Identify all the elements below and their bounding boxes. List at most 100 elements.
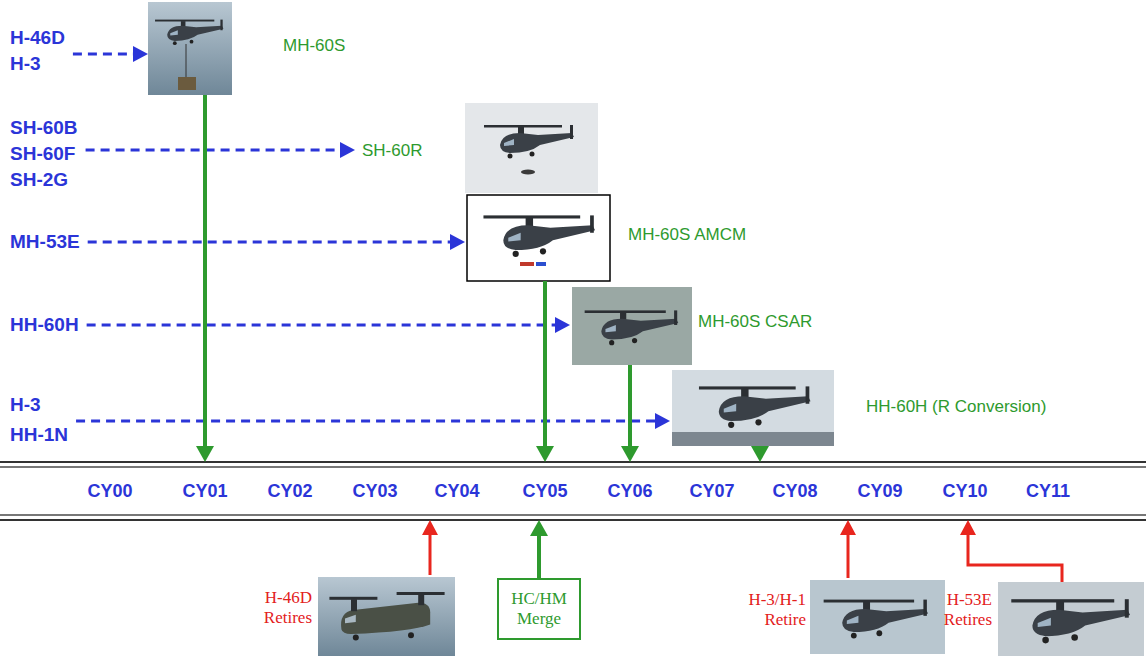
retirement-event: H-3/H-1 Retire [726,578,946,658]
connector-line [203,95,207,447]
connector-arrow [86,142,355,158]
year-label: CY07 [689,481,734,502]
arrow-head [133,46,148,62]
timeline-line [0,514,1146,516]
year-label: CY10 [942,481,987,502]
arrow-head [196,446,214,462]
timeline-line [0,461,1146,463]
connector-arrow [73,46,148,62]
connector-arrow [751,446,769,462]
year-label: CY00 [87,481,132,502]
aircraft-name: H-3 [10,51,65,77]
helicopter-figure [155,20,223,45]
year-label: CY11 [1026,481,1070,502]
arrow-head [536,446,554,462]
helicopter-photo [148,2,232,95]
ship-deck [672,432,834,446]
connector-line [76,420,656,423]
arrow-head [530,520,548,536]
arrow-head [422,520,438,535]
connector-line [88,241,451,244]
mine-gear [536,262,546,266]
photo-ground [465,103,598,193]
connector-arrow [960,520,1062,582]
target-aircraft: MH-60S CSAR [570,287,820,365]
source-aircraft: H-46DH-3 [10,25,73,77]
connector-line [537,535,541,578]
mine-gear [520,262,534,266]
event-box: HC/HM Merge [497,578,581,640]
helicopter-figure [824,600,928,639]
arrow-head [340,142,355,158]
source-aircraft: HH-60H [10,312,87,338]
helicopter-figure [484,125,574,159]
connector-arrow [621,365,639,462]
photo-ground [572,287,692,365]
helicopter-photo [998,582,1144,656]
source-aircraft: MH-53E [10,229,88,255]
connector-arrow [840,520,856,578]
year-label: CY02 [267,481,312,502]
aircraft-name: HH-60H (R Conversion) [866,397,1046,417]
target-aircraft: SH-60R [355,103,600,193]
helicopter-figure [585,310,679,345]
event-label: HC/HM Merge [503,589,575,629]
sling-line [186,44,187,78]
year-label: CY08 [772,481,817,502]
event-label: H-53E Retires [936,590,992,630]
helicopter-photo [810,580,945,654]
photo-ground [998,582,1144,656]
connector-arrow [530,520,548,578]
source-aircraft: SH-60BSH-60FSH-2G [10,115,86,193]
helicopter-figure [483,215,595,257]
connector-line [86,149,341,152]
arrow-head [450,234,465,250]
retirement-event: H-53E Retires [934,582,1146,658]
connector-line [847,534,850,578]
connector-arrow [196,95,214,462]
arrow-head [555,317,570,333]
connector-arrow [88,234,465,250]
aircraft-name: H-46D [10,25,65,51]
torpedo [521,170,535,175]
connector-arrow [536,281,554,462]
photo-ground [672,370,834,446]
aircraft-name: H-3 [10,390,68,420]
aircraft-name: SH-2G [10,167,78,193]
connector-line [543,281,547,447]
timeline-line [0,466,1146,468]
aircraft-name: SH-60B [10,115,78,141]
connector-arrow [422,520,438,575]
event-label: H-46D Retires [250,588,312,628]
year-label: CY09 [857,481,902,502]
source-aircraft: H-3HH-1N [10,390,76,450]
timeline-line [0,519,1146,521]
connector-line [968,534,1062,582]
aircraft-name: MH-60S [283,36,345,56]
helicopter-photo [467,195,610,281]
target-aircraft: MH-60S [148,0,358,95]
aircraft-name: SH-60F [10,141,78,167]
arrow-head [655,413,670,429]
timeline-band: CY00CY01CY02CY03CY04CY05CY06CY07CY08CY09… [0,462,1146,520]
arrow-head [840,520,856,535]
helicopter-photo [465,103,598,193]
connector-line [628,365,632,447]
arrow-head [751,446,769,462]
photo-ground [810,580,945,654]
photo-frame [467,195,610,281]
event-label: H-3/H-1 Retire [740,590,806,630]
target-aircraft: MH-60S AMCM [465,195,765,281]
helicopter-photo [318,577,455,656]
year-label: CY03 [352,481,397,502]
target-aircraft: HH-60H (R Conversion) [670,370,1070,446]
aircraft-name: MH-60S CSAR [698,312,812,332]
helicopter-figure [1011,599,1130,643]
sling-load [178,77,196,90]
aircraft-name: HH-60H [10,312,79,338]
helicopter-photo [672,370,834,446]
connector-arrow [87,317,570,333]
connector-line [87,324,556,327]
